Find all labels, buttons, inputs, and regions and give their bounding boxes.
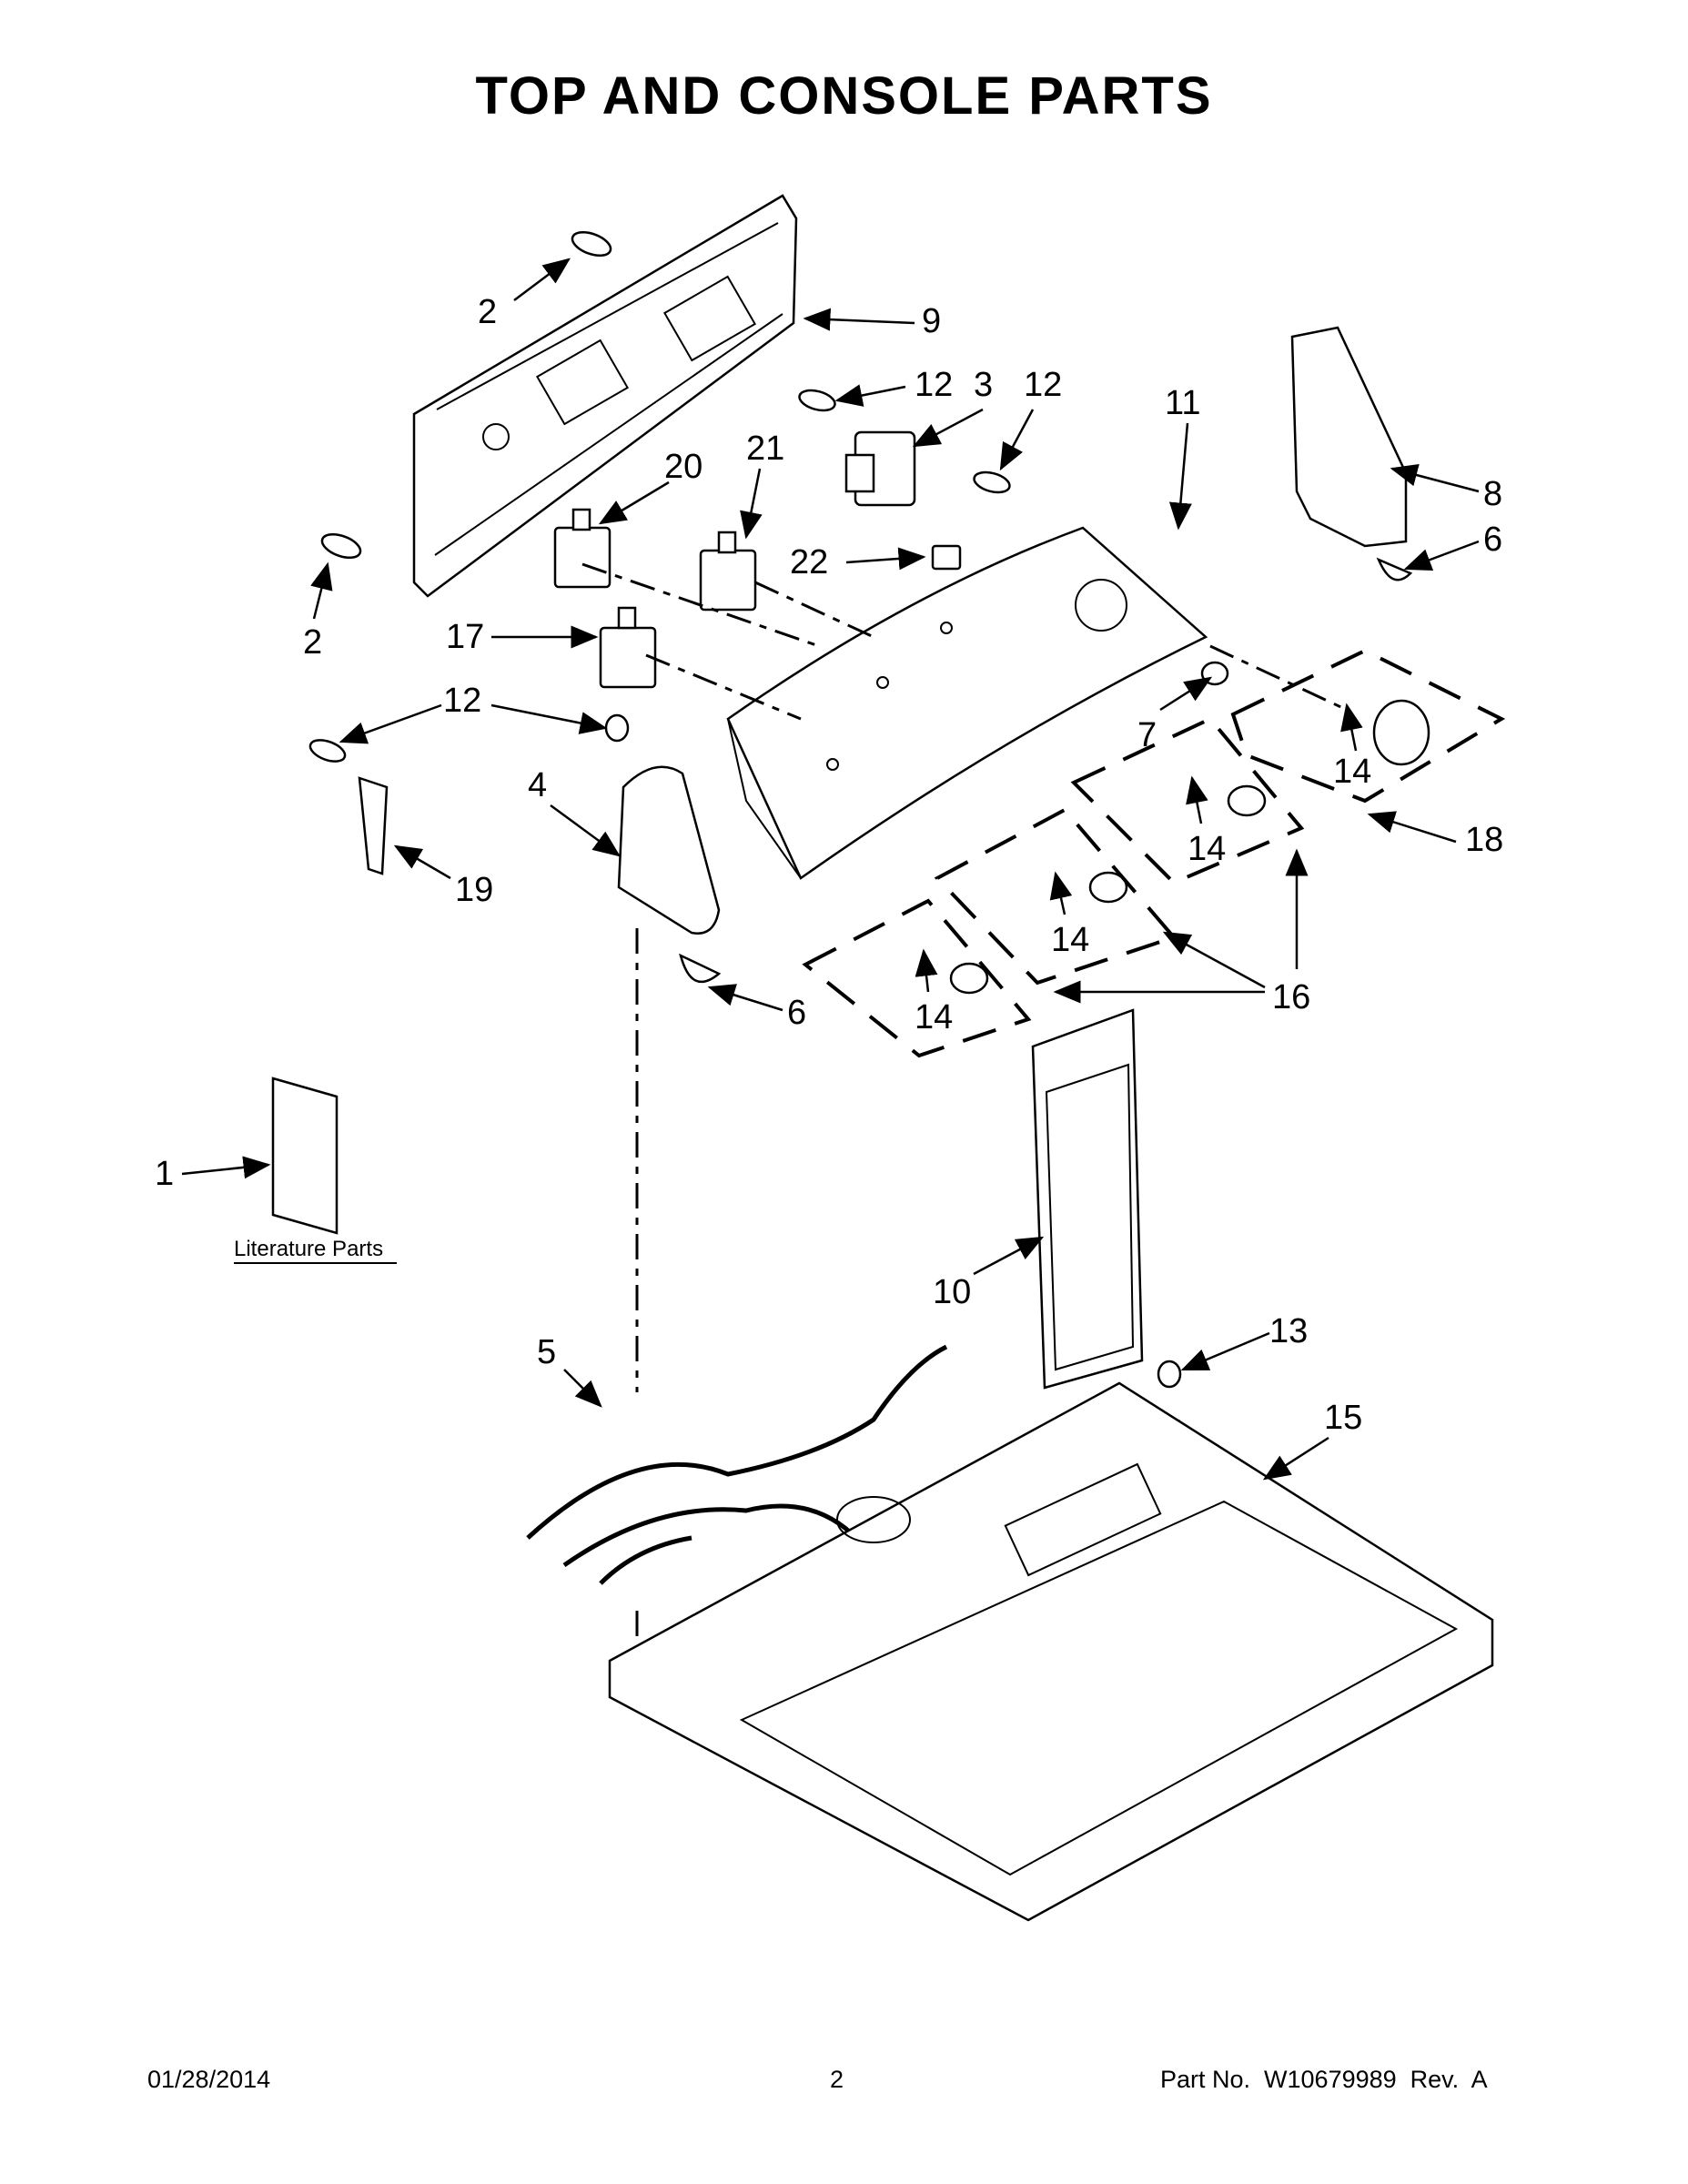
button-part xyxy=(931,544,962,571)
callout-14: 14 xyxy=(1188,830,1226,868)
footer-date: 01/28/2014 xyxy=(147,2066,271,2093)
callout-5: 5 xyxy=(537,1333,556,1371)
callout-6: 6 xyxy=(787,994,806,1032)
callout-12: 12 xyxy=(915,366,953,404)
knob-part xyxy=(949,962,989,995)
callout-1: 1 xyxy=(155,1155,174,1193)
screw-part xyxy=(973,470,1011,494)
rotary-switch-part xyxy=(699,531,757,612)
bracket-part xyxy=(358,776,389,875)
callout-14: 14 xyxy=(1051,921,1089,959)
screw-part xyxy=(604,713,630,743)
callout-12: 12 xyxy=(1024,366,1062,404)
callout-4: 4 xyxy=(528,766,547,804)
callout-8: 8 xyxy=(1483,475,1502,513)
rotary-switch-part xyxy=(553,508,612,589)
callout-2: 2 xyxy=(478,293,497,331)
screw-part xyxy=(571,230,612,258)
callout-13: 13 xyxy=(1269,1312,1308,1350)
knob-group-outline xyxy=(1070,716,1305,885)
screw-part xyxy=(798,389,836,412)
clip-part xyxy=(679,953,722,984)
callout-3: 3 xyxy=(974,366,993,404)
callout-19: 19 xyxy=(455,871,493,909)
callout-14: 14 xyxy=(1333,753,1371,791)
knob-part xyxy=(1372,699,1430,766)
console-panel-part xyxy=(726,526,1208,880)
end-cap-part xyxy=(1290,326,1408,548)
wire-harness-part xyxy=(526,1344,948,1585)
knob-group-outline xyxy=(1230,648,1506,804)
knob-part xyxy=(1227,784,1267,817)
callout-11: 11 xyxy=(1165,384,1200,422)
callout-9: 9 xyxy=(922,302,941,340)
literature-part xyxy=(271,1077,339,1235)
footer-page-number: 2 xyxy=(830,2066,844,2093)
callout-14: 14 xyxy=(915,998,953,1036)
top-panel-part xyxy=(608,1381,1494,1922)
callout-21: 21 xyxy=(746,430,784,468)
page-title: TOP AND CONSOLE PARTS xyxy=(475,66,1213,126)
callout-2: 2 xyxy=(303,623,322,662)
callout-16: 16 xyxy=(1272,978,1310,1016)
callout-15: 15 xyxy=(1324,1399,1362,1437)
lint-screen-part xyxy=(1031,1008,1144,1390)
rotary-switch-part xyxy=(599,606,657,689)
switch-part xyxy=(844,430,916,507)
screw-part xyxy=(320,532,362,560)
callout-12: 12 xyxy=(443,682,481,720)
callout-10: 10 xyxy=(933,1273,971,1311)
back-panel-part xyxy=(412,194,798,598)
literature-label: Literature Parts xyxy=(234,1237,383,1261)
end-cap-part xyxy=(617,765,721,935)
knob-part xyxy=(1088,871,1128,904)
callout-20: 20 xyxy=(664,448,702,486)
knob-group-outline xyxy=(934,807,1178,986)
callout-17: 17 xyxy=(446,618,484,656)
callout-22: 22 xyxy=(790,543,828,581)
screw-part xyxy=(308,739,347,763)
callout-7: 7 xyxy=(1137,716,1157,754)
callout-6: 6 xyxy=(1483,521,1502,559)
clip-part xyxy=(1376,557,1413,581)
knob-group-outline xyxy=(802,898,1032,1058)
callout-18: 18 xyxy=(1465,821,1503,859)
footer-part-number: Part No. W10679989 Rev. A xyxy=(1160,2066,1488,2093)
screw-part xyxy=(1157,1360,1182,1389)
